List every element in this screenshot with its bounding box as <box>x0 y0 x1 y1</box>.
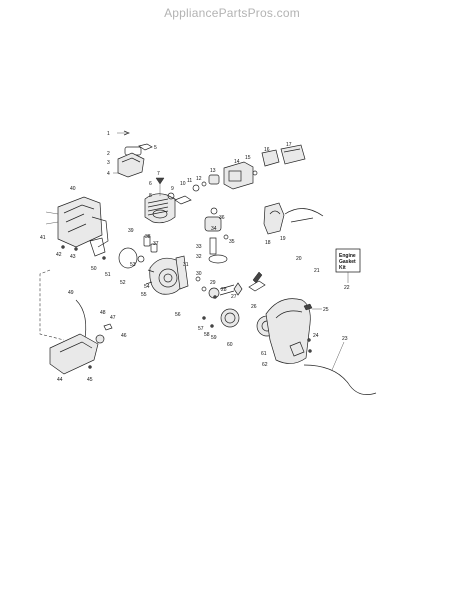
part-label: 20 <box>296 256 302 262</box>
part-label: 6 <box>149 181 152 187</box>
fuel-tank-assembly <box>39 269 113 375</box>
part-label: 10 <box>180 181 186 187</box>
part-label: 48 <box>100 310 106 316</box>
part-label: 17 <box>286 142 292 148</box>
part-label: 40 <box>70 186 76 192</box>
part-label: 15 <box>245 155 251 161</box>
part-label: 4 <box>107 171 110 177</box>
part-label: 45 <box>87 377 93 383</box>
part-label: 9 <box>171 186 174 192</box>
part-label: 35 <box>229 239 235 245</box>
throttle-cable <box>303 341 377 395</box>
kit-label-line3: Kit <box>339 265 346 271</box>
part-label: 11 <box>187 178 192 184</box>
part-label: 23 <box>342 336 348 342</box>
part-label: 59 <box>211 335 217 341</box>
part-label: 33 <box>196 244 202 250</box>
crankshaft-assembly <box>204 207 229 264</box>
part-label: 1 <box>107 131 110 137</box>
part-label: 18 <box>265 240 271 246</box>
part-label: 28 <box>221 287 227 293</box>
part-label: 54 <box>144 284 150 290</box>
part-label: 62 <box>262 362 268 368</box>
part-label: 41 <box>40 235 46 241</box>
starter-assembly <box>118 235 189 295</box>
part-label: 43 <box>70 254 76 260</box>
site-watermark: AppliancePartsPros.com <box>164 6 300 20</box>
part-label: 58 <box>204 332 210 338</box>
part-label: 14 <box>234 159 240 165</box>
part-label: 7 <box>157 171 160 177</box>
part-label: 34 <box>211 226 217 232</box>
ignition-module-assembly <box>263 202 324 235</box>
part-label: 16 <box>264 147 270 153</box>
part-label: 29 <box>210 280 216 286</box>
part-label: 42 <box>56 252 62 258</box>
part-label: 55 <box>141 292 147 298</box>
part-label: 61 <box>261 351 267 357</box>
gasket-kit-box: Engine Gasket Kit 22 <box>335 248 361 291</box>
part-label: 25 <box>323 307 329 313</box>
part-label: 26 <box>251 304 257 310</box>
part-label: 19 <box>280 236 286 242</box>
part-label: 8 <box>149 193 152 199</box>
cylinder-assembly <box>144 177 207 224</box>
part-label: 32 <box>196 254 202 260</box>
kit-label-line1: Engine <box>339 253 356 259</box>
kit-label-line2: Gasket <box>339 259 356 265</box>
part-label: 51 <box>105 272 111 278</box>
part-label: 49 <box>68 290 74 296</box>
clutch-assembly <box>195 271 278 337</box>
part-label: 44 <box>57 377 63 383</box>
part-label: 52 <box>120 280 126 286</box>
part-label: 57 <box>198 326 204 332</box>
muffler-cover-assembly <box>113 130 153 178</box>
part-label: 46 <box>121 333 127 339</box>
part-label: 21 <box>314 268 320 274</box>
part-label: 12 <box>196 176 202 182</box>
part-label: 30 <box>196 271 202 277</box>
part-label: 39 <box>128 228 134 234</box>
part-label: 38 <box>145 234 151 240</box>
part-label: 47 <box>110 315 116 321</box>
part-label: 60 <box>227 342 233 348</box>
part-label: 53 <box>130 262 136 268</box>
part-label: 50 <box>91 266 97 272</box>
part-label: 13 <box>210 168 216 174</box>
part-label: 5 <box>154 145 157 151</box>
fan-housing-cover <box>265 298 322 364</box>
part-label: 36 <box>219 215 225 221</box>
kit-part-number: 22 <box>344 285 350 291</box>
part-label: 24 <box>313 333 319 339</box>
part-label: 2 <box>107 151 110 157</box>
engine-housing <box>45 196 109 260</box>
part-labels: 1 2 3 4 5 6 7 8 9 10 11 12 13 14 15 16 1… <box>40 131 348 383</box>
part-label: 3 <box>107 160 110 166</box>
part-label: 27 <box>231 294 237 300</box>
part-label: 56 <box>175 312 181 318</box>
carburetor-assembly <box>208 144 306 190</box>
part-label: 37 <box>153 241 159 247</box>
part-label: 31 <box>183 262 189 268</box>
